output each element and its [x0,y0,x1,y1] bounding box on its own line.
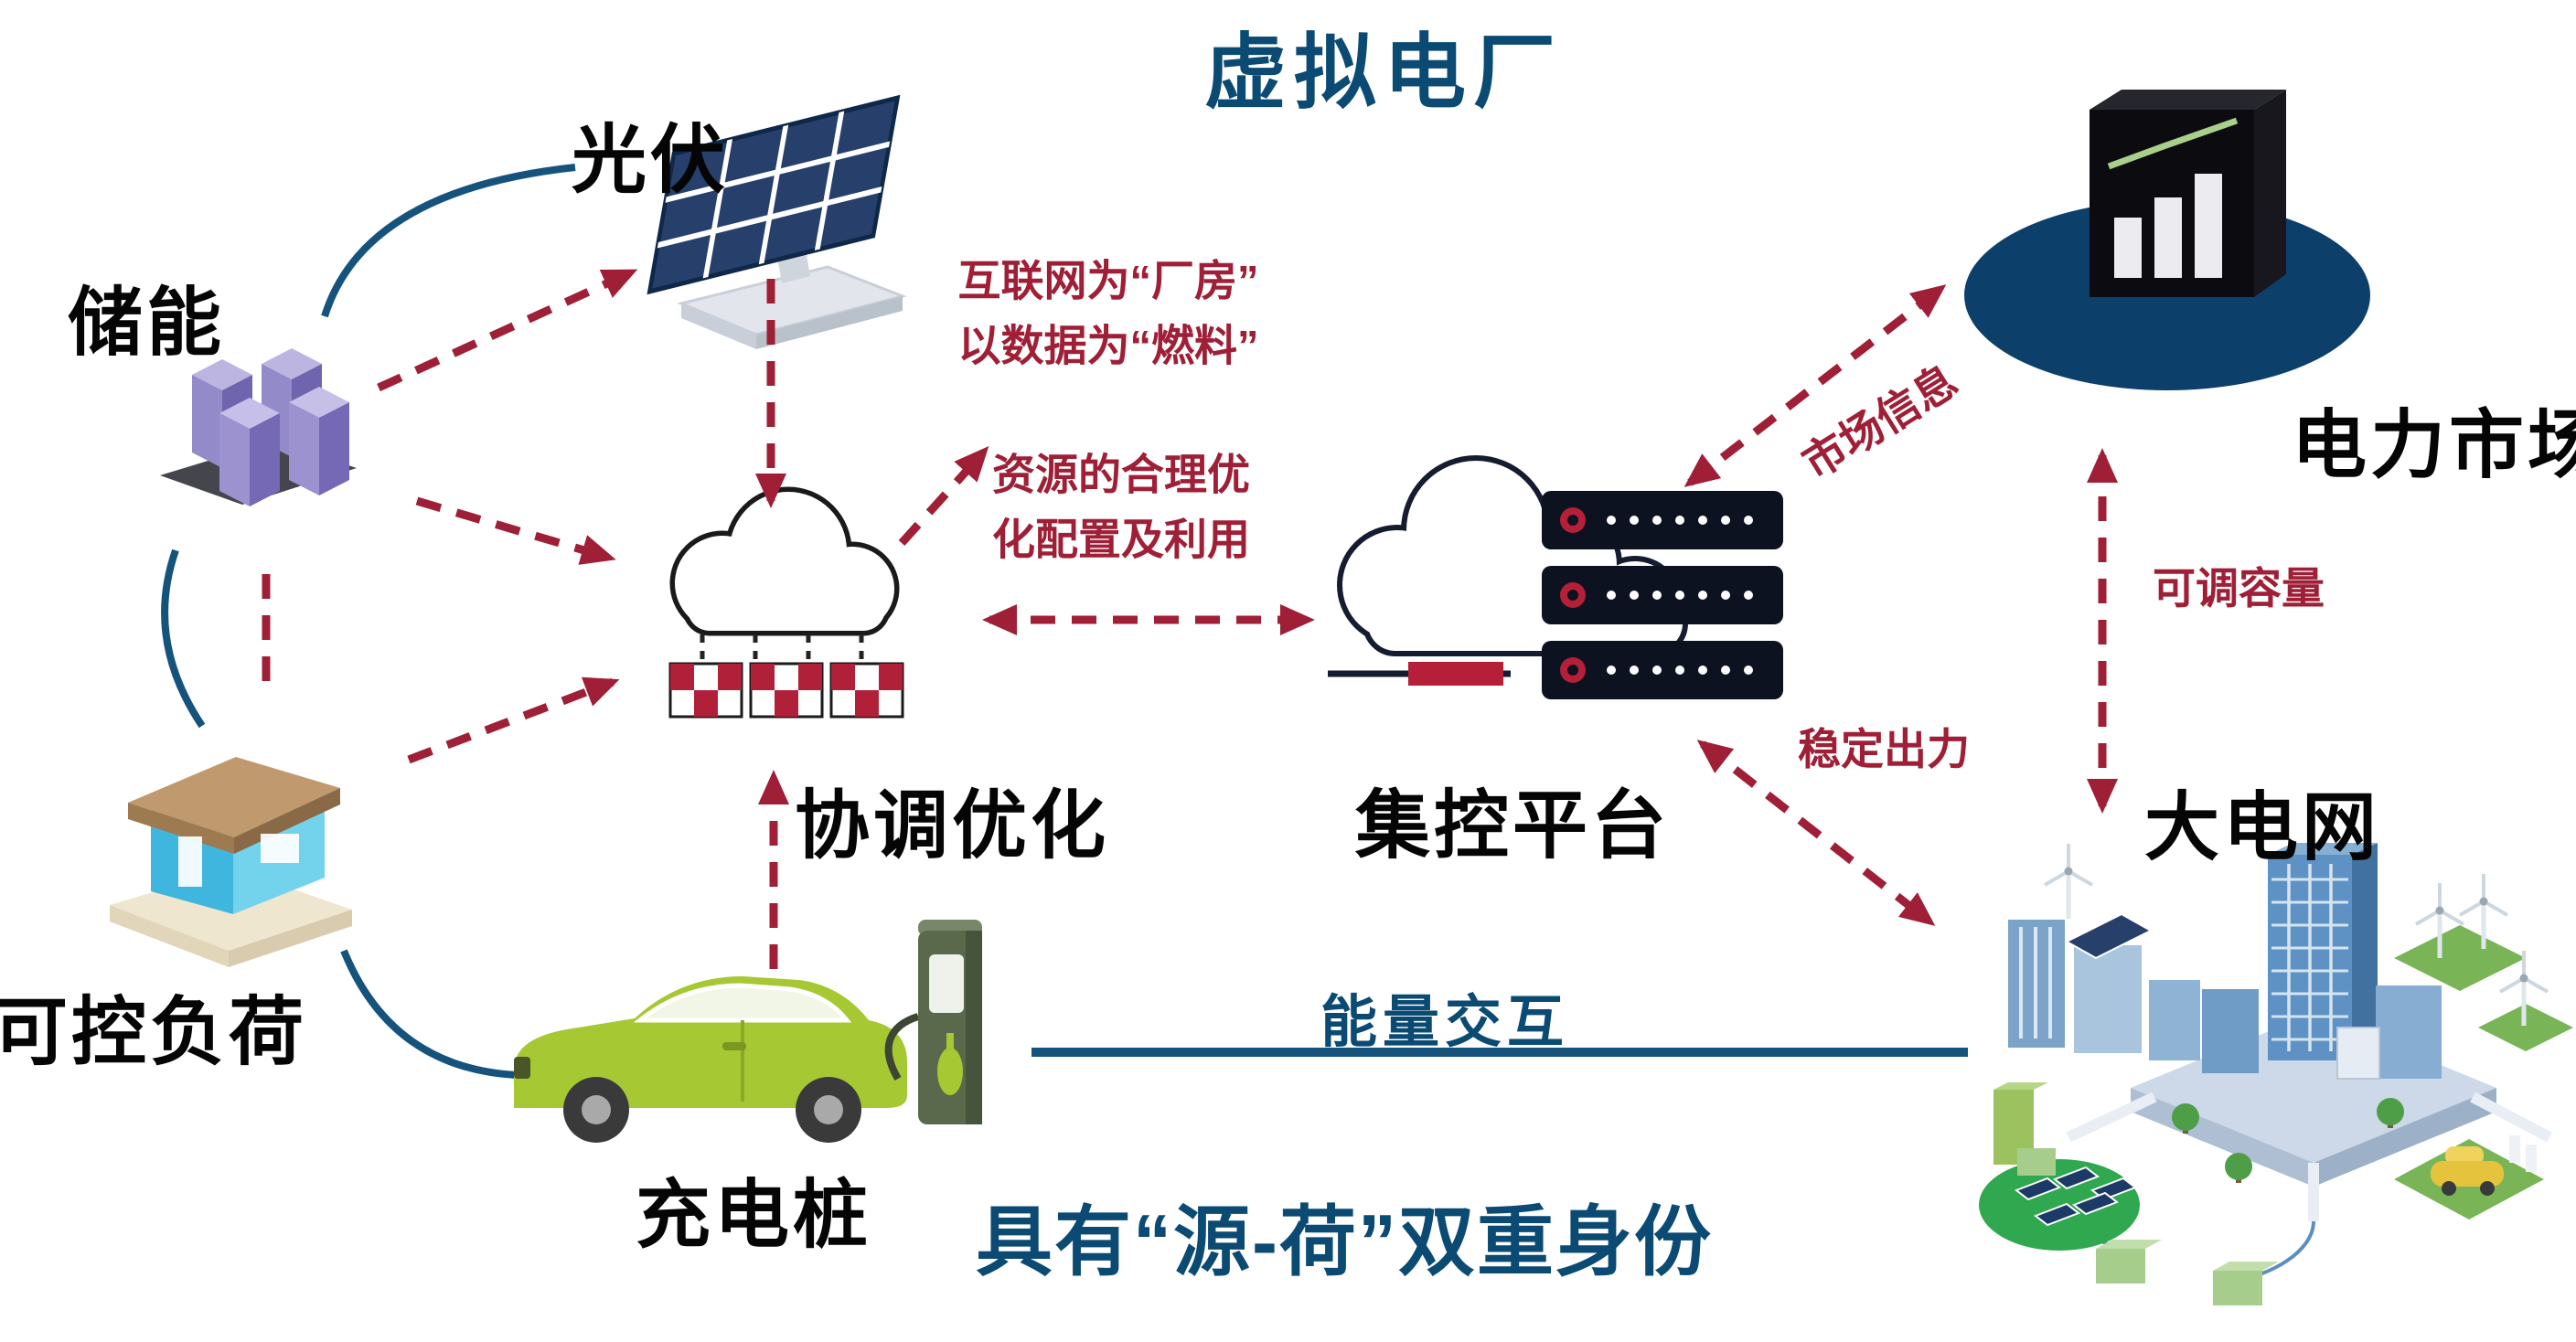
market-chart-icon [1964,90,2370,390]
arc-storage-pv [321,164,576,318]
label-charger: 充电桩 [635,1174,872,1257]
note-internet-line2: 以数据为“燃料” [957,321,1259,369]
note-internet-line1: 互联网为“厂房” [957,256,1259,305]
smart-city-icon [1979,843,2573,1305]
label-platform: 集控平台 [1354,784,1671,868]
note-resource-line1: 资源的合理优 [992,450,1250,499]
page-title: 虚拟电厂 [1204,27,1563,119]
note-resource: 资源的合理优 化配置及利用 [992,443,1250,572]
note-internet: 互联网为“厂房” 以数据为“燃料” [958,250,1259,378]
container-icon [668,662,904,719]
note-adjustable-capacity: 可调容量 [2153,563,2325,612]
arrow-storage-to-coordination [415,496,616,565]
solar-panel-icon [647,94,907,349]
label-dual-identity: 具有“源-荷”双重身份 [976,1198,1713,1285]
label-market: 电力市场 [2291,404,2576,487]
arc-load-charger [340,949,517,1079]
coordination-cloud-icon [668,486,904,719]
note-resource-line2: 化配置及利用 [992,515,1250,563]
arrow-storage-to-pv [377,268,638,392]
label-storage: 储能 [67,282,226,365]
server-rack-icon [1542,491,1783,699]
arrow-load-to-coordination [407,676,620,764]
arc-storage-load [161,549,206,729]
label-load: 可控负荷 [0,991,308,1074]
battery-storage-icon [160,348,357,506]
label-energy-exchange: 能量交互 [1320,991,1570,1054]
blue-connector-arcs [161,164,576,1079]
arrow-platform-city [1696,740,1936,926]
label-coordination: 协调优化 [794,784,1110,868]
arrow-cloud-to-resource-note [898,446,989,547]
charging-pile-icon [884,920,982,1124]
ev-car-icon [514,976,907,1143]
red-dashed-arrows [262,268,2118,969]
arrow-platform-market [1683,284,1947,487]
house-load-icon [110,757,352,967]
label-pv: 光伏 [571,119,730,202]
note-stable-output: 稳定出力 [1798,724,1970,773]
label-grid: 大电网 [2143,786,2381,869]
